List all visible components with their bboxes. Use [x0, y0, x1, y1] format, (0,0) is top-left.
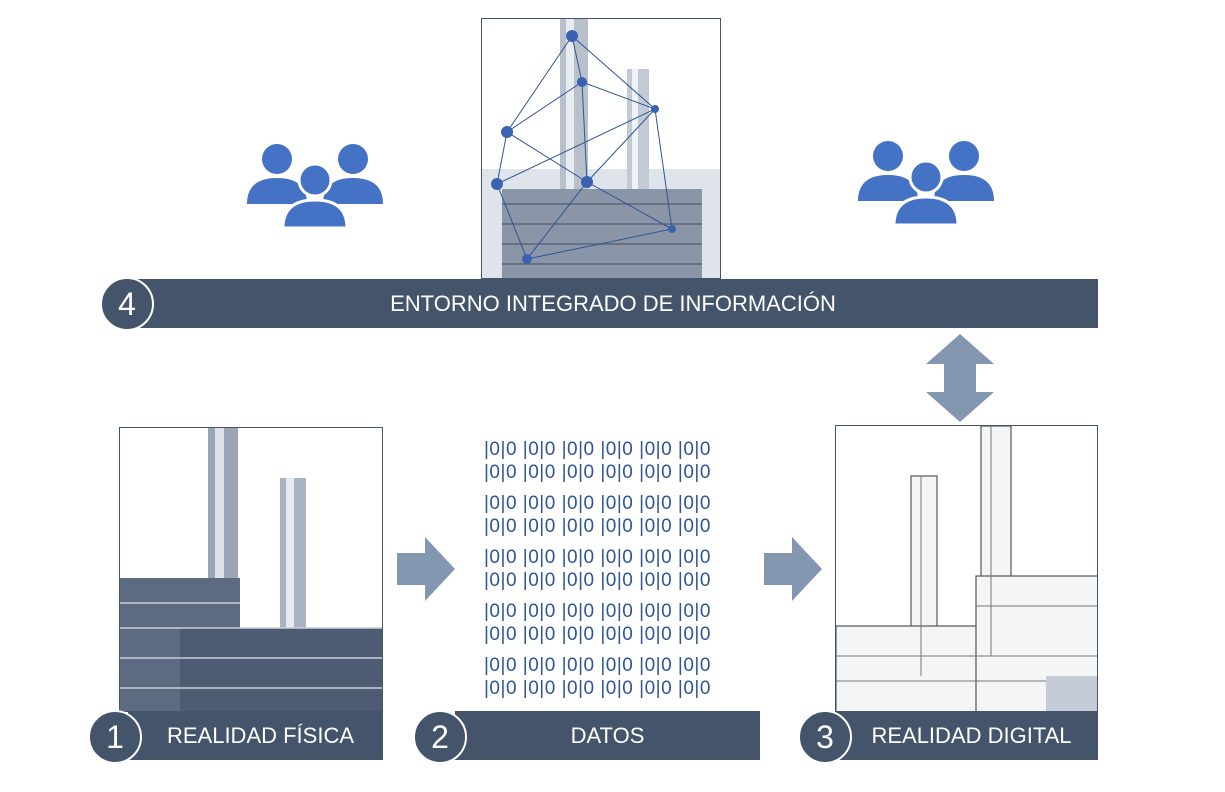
- binary-line: |0|0 |0|0 |0|0 |0|0 |0|0 |0|0: [484, 516, 711, 537]
- step-3-label: REALIDAD DIGITAL: [871, 722, 1072, 748]
- physical-plant-image: [119, 427, 383, 712]
- binary-data-block: |0|0 |0|0 |0|0 |0|0 |0|0 |0|0 |0|0 |0|0 …: [484, 438, 734, 700]
- binary-line: |0|0 |0|0 |0|0 |0|0 |0|0 |0|0: [484, 462, 711, 483]
- binary-line: |0|0 |0|0 |0|0 |0|0 |0|0 |0|0: [484, 439, 711, 460]
- binary-line: |0|0 |0|0 |0|0 |0|0 |0|0 |0|0: [484, 678, 711, 699]
- step-4-bar: ENTORNO INTEGRADO DE INFORMACIÓN: [128, 279, 1098, 328]
- step-4-label: ENTORNO INTEGRADO DE INFORMACIÓN: [390, 290, 836, 316]
- step-1-number-badge: 1: [88, 710, 142, 764]
- right-arrow-icon: [764, 537, 822, 601]
- step-2-label: DATOS: [570, 722, 645, 748]
- bidirectional-arrow-icon: [926, 334, 994, 422]
- step-2-bar: DATOS: [455, 711, 760, 760]
- step-3-number-badge: 3: [798, 710, 852, 764]
- binary-line: |0|0 |0|0 |0|0 |0|0 |0|0 |0|0: [484, 601, 711, 622]
- plant-network-image: [481, 18, 721, 279]
- binary-line: |0|0 |0|0 |0|0 |0|0 |0|0 |0|0: [484, 493, 711, 514]
- people-group-icon: [247, 144, 383, 230]
- people-group-icon: [858, 141, 994, 227]
- step-4-number-badge: 4: [100, 277, 154, 331]
- binary-line: |0|0 |0|0 |0|0 |0|0 |0|0 |0|0: [484, 547, 711, 568]
- binary-line: |0|0 |0|0 |0|0 |0|0 |0|0 |0|0: [484, 570, 711, 591]
- step-3-bar: REALIDAD DIGITAL: [835, 711, 1098, 760]
- right-arrow-icon: [397, 537, 455, 601]
- digital-plant-image: [835, 425, 1098, 712]
- step-2-number-badge: 2: [413, 710, 467, 764]
- step-1-bar: REALIDAD FÍSICA: [128, 711, 383, 760]
- binary-line: |0|0 |0|0 |0|0 |0|0 |0|0 |0|0: [484, 624, 711, 645]
- step-1-label: REALIDAD FÍSICA: [166, 722, 355, 748]
- binary-line: |0|0 |0|0 |0|0 |0|0 |0|0 |0|0: [484, 655, 711, 676]
